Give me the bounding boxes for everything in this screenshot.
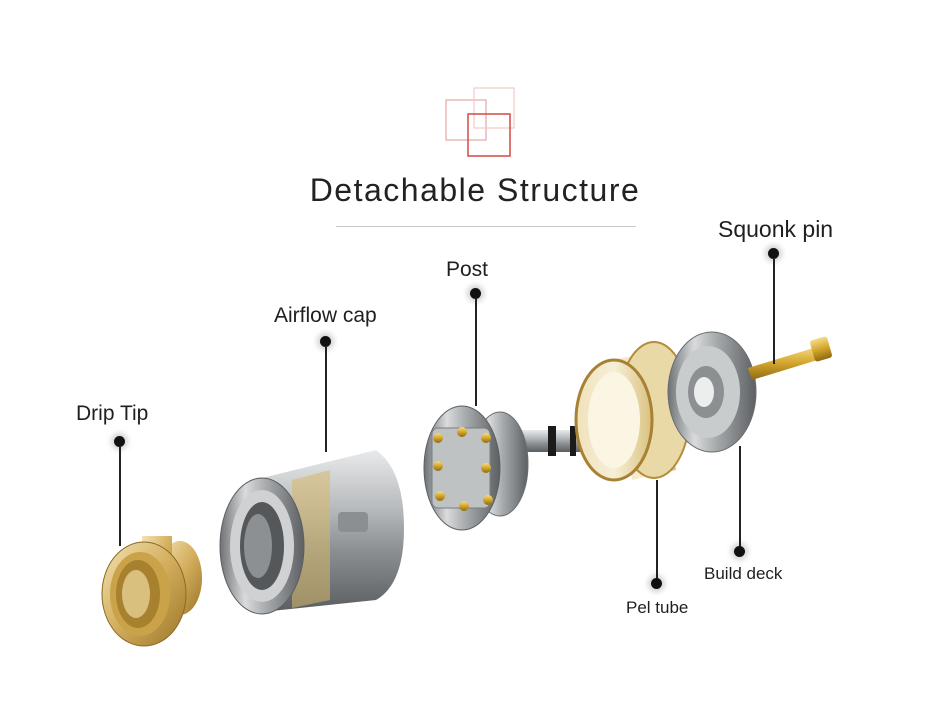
- label-build-deck: Build deck: [704, 564, 783, 583]
- callout-dot-pel-tube: [651, 578, 662, 589]
- squonk-pin-illustration: [748, 336, 832, 380]
- leader-line-pel-tube: [656, 480, 658, 580]
- label-airflow-cap: Airflow cap: [274, 304, 377, 327]
- build-deck-illustration: [667, 331, 757, 453]
- callout-dot-build-deck: [734, 546, 745, 557]
- leader-line-post: [475, 298, 477, 406]
- label-drip-tip: Drip Tip: [76, 402, 149, 425]
- label-squonk-pin: Squonk pin: [718, 216, 834, 242]
- leader-line-drip-tip: [119, 446, 121, 546]
- callout-dot-airflow-cap: [320, 336, 331, 347]
- title-divider: [336, 226, 636, 227]
- callout-dot-drip-tip: [114, 436, 125, 447]
- label-post: Post: [446, 258, 489, 281]
- leader-line-airflow-cap: [325, 346, 327, 452]
- drip-tip-illustration: [101, 536, 202, 647]
- callout-dot-squonk-pin: [768, 248, 779, 259]
- page-title: Detachable Structure: [309, 172, 641, 208]
- callout-dot-post: [470, 288, 481, 299]
- logo-icon: [445, 87, 515, 157]
- label-pel-tube: Pel tube: [626, 598, 689, 617]
- pel-tube-illustration: [574, 341, 691, 482]
- leader-line-squonk-pin: [773, 258, 775, 364]
- leader-line-build-deck: [739, 446, 741, 550]
- airflow-cap-illustration: [219, 450, 404, 615]
- post-illustration: [423, 405, 582, 531]
